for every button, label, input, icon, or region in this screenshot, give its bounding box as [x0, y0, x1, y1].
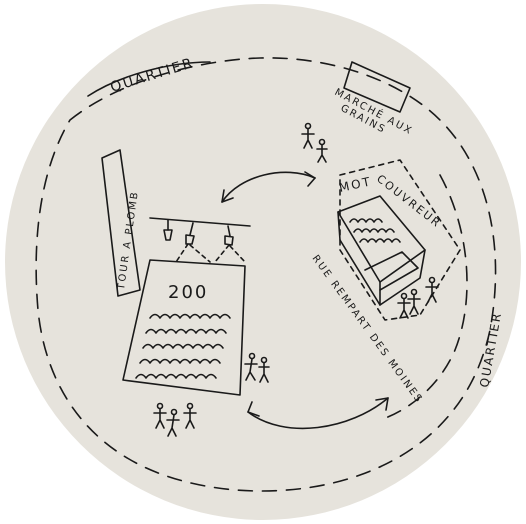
background-disc — [5, 4, 521, 520]
seating-count: 200 — [168, 282, 208, 303]
